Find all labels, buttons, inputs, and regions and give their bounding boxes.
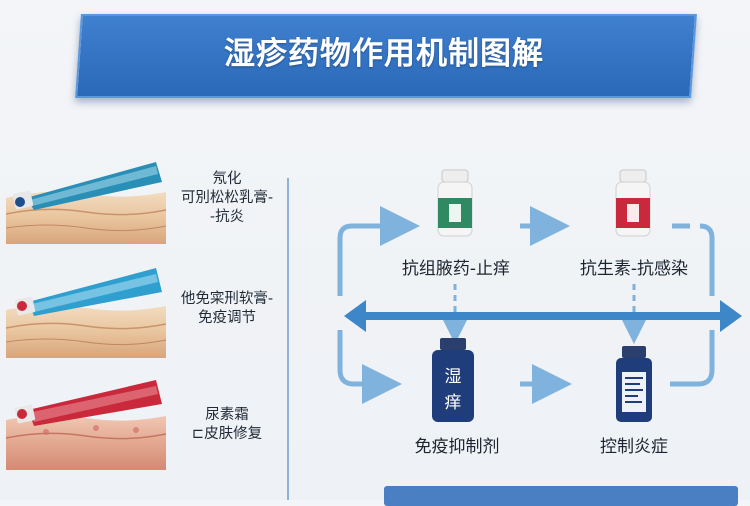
page-title: 湿疹药物作用机制图解 <box>224 36 544 72</box>
drug-label-antibiotic: 抗生素-抗感染 <box>579 259 689 279</box>
red-bottle-icon <box>615 169 651 237</box>
tube-tile-1 <box>5 162 167 244</box>
drug-label-antihistamine: 抗组腋药-止痒 <box>401 259 511 279</box>
bottom-panel <box>384 486 738 506</box>
tube-tile-3 <box>5 380 167 470</box>
treatment-label-2: 他免寀刑软膏- 免疫调节 <box>180 291 274 326</box>
tube-tile-2 <box>5 268 167 358</box>
treatment-label-3: 尿素霜 ⊏皮肤修复 <box>191 407 263 442</box>
drug-label-inflammation-control: 控制炎症 <box>600 437 668 457</box>
navy-bottle-icon-left: 湿 痒 <box>432 338 474 422</box>
navy-bottle-icon-right <box>616 346 652 422</box>
drug-label-immunosuppressant: 免疫抑制剂 <box>414 437 500 457</box>
bottle-text-2: 痒 <box>445 393 462 413</box>
treatment-label-1: 氖化 可別松松乳膏- -抗炎 <box>180 171 274 225</box>
column-divider <box>287 178 289 500</box>
green-bottle-icon <box>437 169 473 237</box>
bottle-text-1: 湿 <box>445 367 462 387</box>
